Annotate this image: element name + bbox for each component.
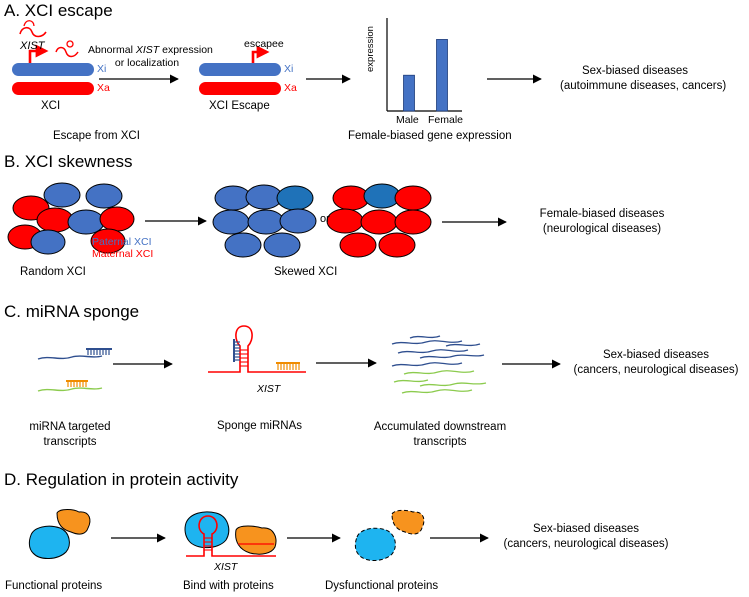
xist-rna-squiggle-2: [55, 46, 79, 58]
chart-y-label: expression: [365, 26, 376, 72]
escapee-label: escapee: [244, 38, 284, 50]
xi-label: Xi: [97, 63, 107, 75]
cell-maternal: [332, 185, 370, 211]
outcome-d: Sex-biased diseases(cancers, neurologica…: [503, 523, 669, 550]
dysfunctional-proteins: [354, 509, 425, 561]
xist-stem: [240, 349, 248, 367]
dysfunctional-protein-orange: [391, 509, 425, 535]
xi-chromosome-bar-2: [199, 63, 281, 76]
expression-bar-chart: [386, 18, 462, 112]
mirna-teeth-blue: [87, 349, 110, 355]
cell-paternal: [224, 232, 262, 258]
outcome-c: Sex-biased diseases(cancers, neurologica…: [573, 349, 739, 376]
dysfunctional-protein-cyan: [354, 527, 396, 561]
cell-paternal: [212, 209, 250, 235]
bar-male: [403, 74, 415, 112]
bind-with-proteins-label: Bind with proteins: [183, 580, 274, 592]
paternal-xci-label: Paternal XCI: [92, 236, 152, 248]
cell-maternal: [360, 209, 398, 235]
bar-female: [436, 39, 448, 112]
xist-sponge: [208, 325, 306, 373]
xist-protein-complex: [184, 511, 277, 557]
xi-chromosome-bar: [12, 63, 94, 76]
cell-paternal: [363, 183, 401, 209]
mirna-teeth-orange: [67, 381, 87, 387]
targeted-transcripts: [37, 348, 112, 392]
cell-paternal: [276, 185, 314, 211]
xist-label: XIST: [20, 40, 45, 52]
protein-orange: [56, 509, 91, 535]
bound-protein-cyan: [184, 511, 230, 549]
dysfunctional-proteins-label: Dysfunctional proteins: [325, 580, 439, 592]
transcript-navy: [37, 355, 103, 360]
cell-maternal: [394, 185, 432, 211]
xi-label-2: Xi: [284, 63, 294, 75]
abnormal-xist-label: Abnormal XIST expression or localization: [88, 44, 213, 69]
maternal-xci-label: Maternal XCI: [92, 248, 154, 260]
xci-chromosomes: [12, 20, 94, 95]
cell-paternal: [85, 183, 123, 209]
skewed-xci-cells-red: [326, 183, 432, 258]
xci-escape-label: XCI Escape: [209, 100, 270, 112]
cell-paternal: [67, 209, 105, 235]
cell-maternal: [90, 228, 126, 254]
panel-d-title: D. Regulation in protein activity: [4, 470, 239, 489]
xist-hairpin: [208, 325, 306, 373]
panel-c-title: C. miRNA sponge: [4, 302, 140, 321]
xist-label-d: XIST: [214, 561, 238, 573]
random-xci-cells: [7, 182, 135, 255]
xist-rna-loop-2: [66, 40, 74, 48]
panel-a-title: A. XCI escape: [4, 1, 113, 20]
xist-label-c: XIST: [257, 383, 281, 395]
cell-paternal: [279, 208, 317, 234]
xa-label-2: Xa: [284, 82, 297, 94]
skewed-xci-cells-blue: [212, 184, 317, 258]
outcome-a: Sex-biased diseases(autoimmune diseases,…: [560, 65, 727, 92]
accumulated-transcripts: [391, 335, 487, 394]
cell-maternal: [378, 232, 416, 258]
xa-label: Xa: [97, 82, 110, 94]
chart-category-male: Male: [396, 114, 419, 126]
cell-maternal: [99, 206, 135, 232]
sponged-mirna-teeth-orange: [277, 363, 300, 370]
xist-rna-squiggle: [19, 26, 47, 38]
xa-chromosome-bar: [12, 82, 94, 95]
cell-paternal: [247, 209, 285, 235]
functional-proteins-label: Functional proteins: [5, 580, 103, 592]
xist-hairpin-d: [186, 515, 276, 557]
xci-label: XCI: [41, 100, 61, 112]
cell-maternal: [394, 209, 432, 235]
outcome-b: Female-biased diseases(neurological dise…: [539, 208, 665, 235]
transcript-green: [37, 387, 103, 392]
cell-maternal: [326, 208, 364, 234]
panel-b-title: B. XCI skewness: [4, 152, 133, 171]
xci-escape-chromosomes: [199, 45, 281, 95]
cell-maternal: [36, 207, 74, 233]
sponge-mirnas-label: Sponge miRNAs: [217, 420, 303, 432]
protein-cyan: [28, 525, 70, 559]
cell-paternal: [43, 182, 81, 208]
or-label: or: [320, 213, 330, 225]
sponged-mirna-teeth-blue: [234, 341, 240, 361]
xist-stem-d: [204, 537, 212, 551]
cell-maternal: [339, 232, 377, 258]
bound-protein-orange: [235, 525, 277, 555]
random-xci-label: Random XCI: [20, 266, 86, 278]
cell-paternal: [263, 232, 301, 258]
chart-caption: Female-biased gene expression: [348, 130, 512, 142]
escape-caption: Escape from XCI: [53, 130, 140, 142]
xist-promoter-arrow: [28, 44, 49, 63]
escapee-promoter-arrow: [251, 45, 270, 63]
xa-chromosome-bar-2: [199, 82, 281, 95]
chart-category-female: Female: [428, 114, 464, 126]
functional-proteins: [28, 509, 91, 559]
xist-rna-loop: [23, 20, 35, 27]
skewed-xci-label: Skewed XCI: [274, 266, 338, 278]
cell-paternal: [30, 229, 66, 255]
